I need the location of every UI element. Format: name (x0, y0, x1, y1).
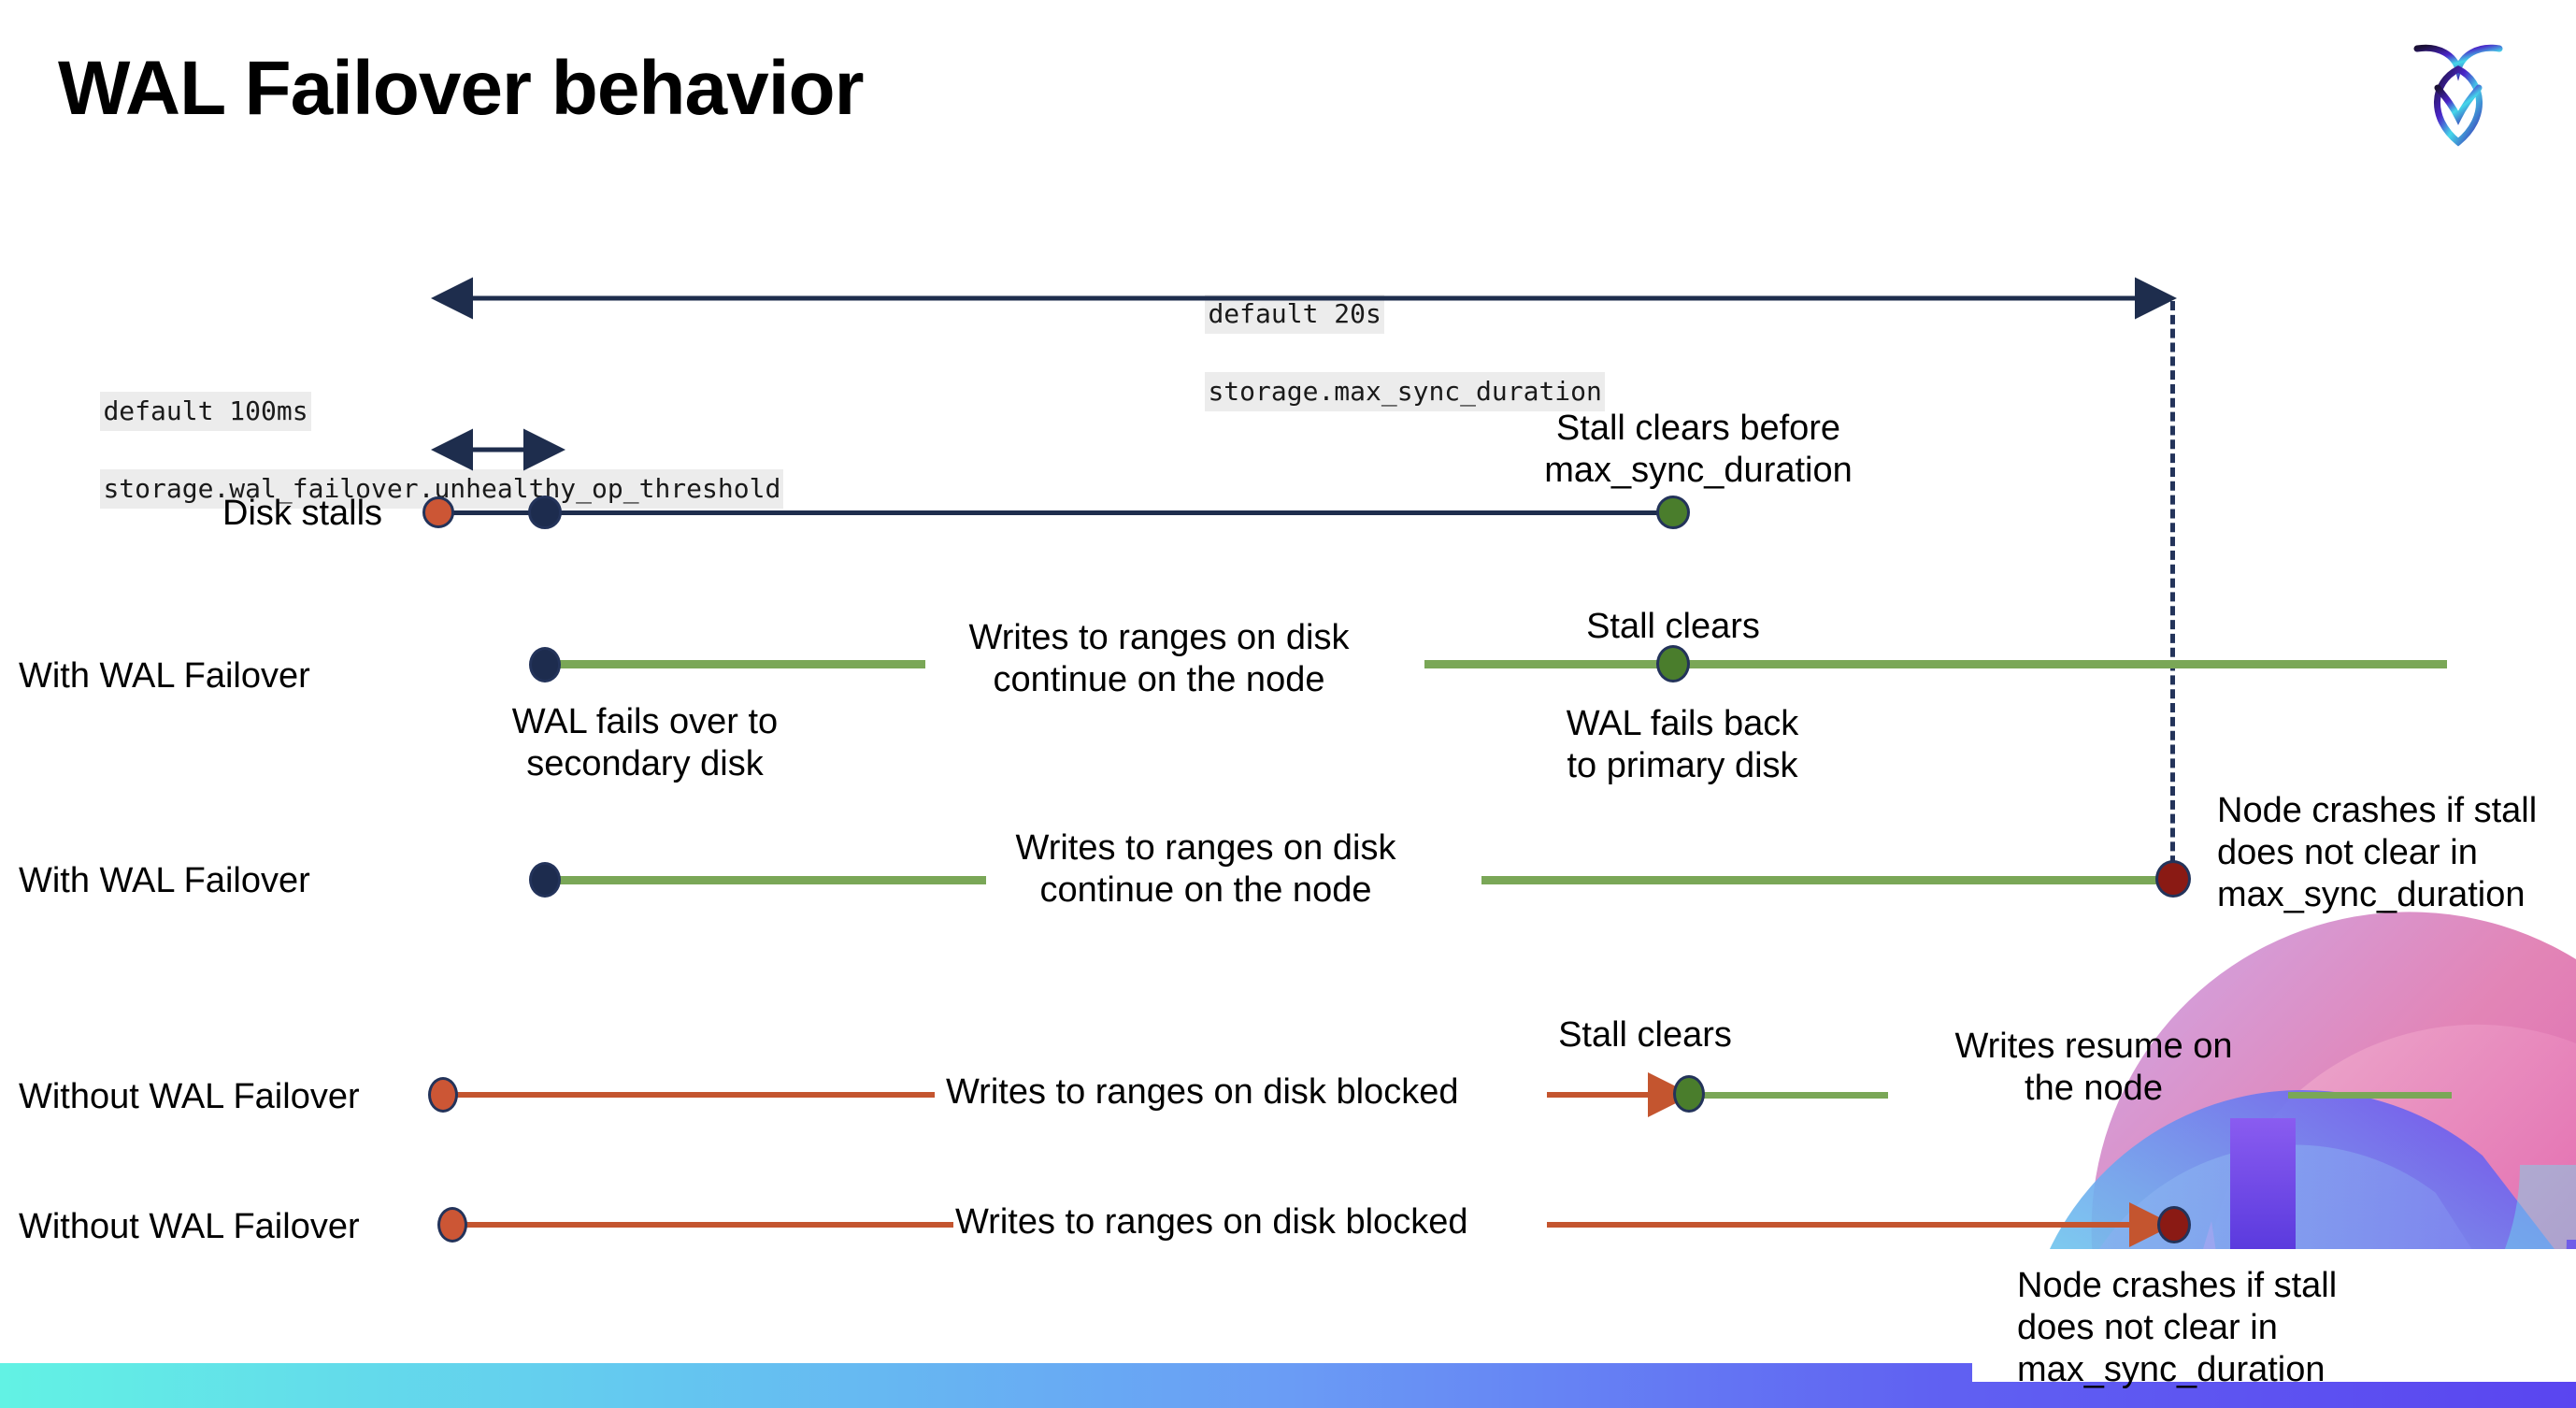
note-writes-resume-node: Writes resume on the node (1954, 1027, 2233, 1108)
max-sync-duration-dashed-line (2170, 301, 2175, 879)
page-title: WAL Failover behavior (58, 46, 865, 131)
annotation-max-sync-default: default 20s (1205, 294, 1384, 335)
note-node-crashes-2: Node crashes if stall does not clear in … (2017, 1266, 2338, 1389)
without-failover-2-blocked-line (458, 1222, 953, 1228)
with-failover-1-failover-dot (529, 647, 561, 682)
with-failover-2-segment-a (542, 876, 986, 884)
without-failover-1-blocked-line (449, 1092, 935, 1098)
with-failover-2-failover-dot (529, 862, 561, 898)
annotation-unhealthy-op-threshold: default 100ms storage.wal_failover.unhea… (37, 353, 784, 547)
note-wal-fails-over-secondary: WAL fails over to secondary disk (511, 702, 779, 783)
note-writes-blocked-2: Writes to ranges on disk blocked (955, 1202, 1468, 1242)
note-wal-fails-back-primary: WAL fails back to primary disk (1566, 704, 1799, 785)
with-failover-1-segment-a (542, 660, 925, 668)
without-failover-1-resume-line-b (2288, 1092, 2452, 1099)
row-label-without-wal-failover-1: Without WAL Failover (19, 1077, 360, 1116)
disk-stalls-timeline (439, 510, 1673, 515)
note-stall-clears-2: Stall clears (1558, 1015, 1732, 1055)
without-failover-2-crash-dot (2157, 1206, 2191, 1243)
disk-stall-start-dot (422, 496, 454, 528)
disk-stall-clears-dot (1656, 496, 1690, 529)
crash-callout-background (1972, 1249, 2576, 1382)
note-writes-blocked-1: Writes to ranges on disk blocked (946, 1072, 1459, 1112)
annotation-max-sync-setting: storage.max_sync_duration (1205, 371, 1605, 412)
with-failover-1-stall-clears-dot (1656, 645, 1690, 682)
note-node-crashes-1: Node crashes if stall does not clear in … (2217, 791, 2538, 914)
without-failover-2-stall-start-dot (437, 1207, 467, 1243)
without-failover-1-resume-line-a (1701, 1092, 1888, 1099)
without-failover-1-stall-clears-dot (1673, 1075, 1705, 1113)
without-failover-1-stall-start-dot (428, 1077, 458, 1113)
cockroachdb-logo-icon (2413, 44, 2503, 147)
note-stall-clears-before-max-sync: Stall clears before max_sync_duration (1544, 409, 1853, 490)
row-label-with-wal-failover-2: With WAL Failover (19, 861, 310, 900)
note-stall-clears-1: Stall clears (1586, 607, 1760, 646)
with-failover-2-crash-dot (2155, 860, 2191, 898)
row-label-disk-stalls: Disk stalls (222, 494, 383, 533)
note-writes-continue-1: Writes to ranges on disk continue on the… (968, 618, 1350, 699)
note-writes-continue-2: Writes to ranges on disk continue on the… (1015, 828, 1396, 910)
annotation-unhealthy-default: default 100ms (100, 391, 311, 432)
with-failover-1-segment-b (1424, 660, 2447, 668)
disk-stall-threshold-dot (528, 496, 562, 529)
row-label-with-wal-failover-1: With WAL Failover (19, 656, 310, 696)
with-failover-2-segment-b (1481, 876, 2173, 884)
row-label-without-wal-failover-2: Without WAL Failover (19, 1207, 360, 1246)
